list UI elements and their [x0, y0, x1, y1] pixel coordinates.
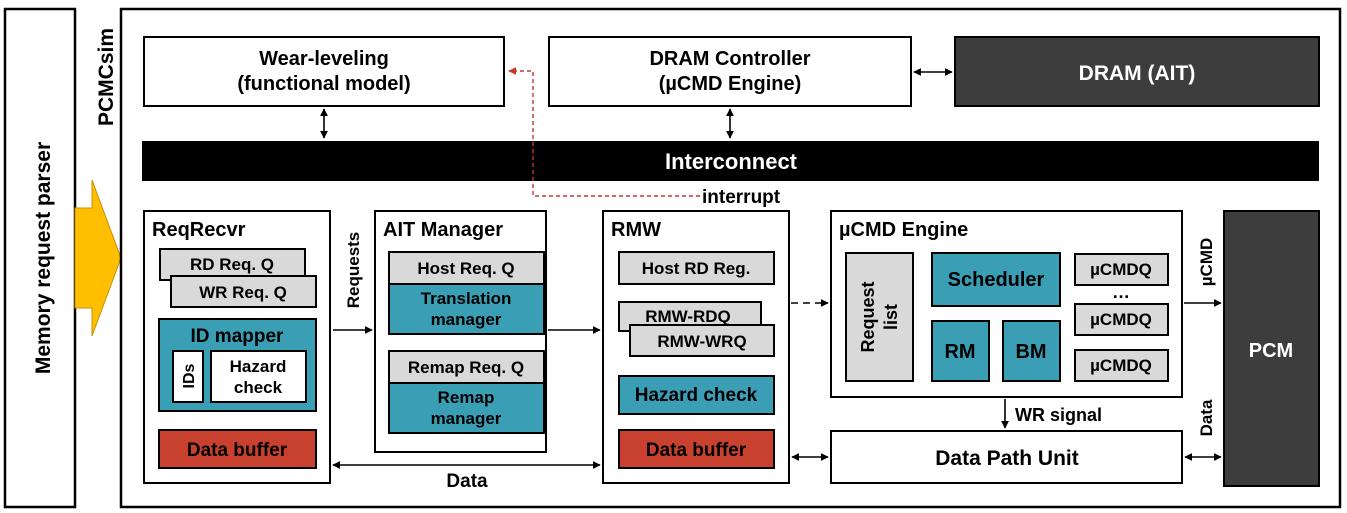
dram-ait-label: DRAM (AIT) [1079, 62, 1196, 85]
translation-manager [388, 283, 545, 335]
remap-req-q-label: Remap Req. Q [408, 358, 524, 377]
requests-label: Requests [344, 232, 363, 309]
rmw-title: RMW [611, 219, 661, 241]
memory-request-parser-label: Memory request parser [32, 142, 55, 374]
pcmcsim-outer-box [119, 7, 1342, 509]
request-list-line2: list [881, 304, 901, 330]
ucmdq-2 [1074, 303, 1169, 336]
parser-to-pcmcsim-arrow [74, 179, 122, 337]
reqrecvr-data-buffer-label: Data buffer [187, 440, 288, 461]
interrupt-label: interrupt [702, 187, 781, 208]
host-req-q-label: Host Req. Q [417, 259, 514, 278]
ucmdq-3-label: µCMDQ [1090, 356, 1152, 375]
scheduler [931, 252, 1061, 307]
hazard-check-line1: Hazard [230, 357, 287, 376]
wr-signal-label: WR signal [1015, 405, 1102, 425]
dram-controller-line2: (µCMD Engine) [659, 73, 802, 95]
rmw-hazard-check-label: Hazard check [635, 385, 758, 406]
pcm-label: PCM [1249, 340, 1293, 362]
rmw-data-buffer [618, 429, 775, 469]
interconnect-bar [142, 141, 1319, 181]
dram-controller-box [548, 36, 912, 107]
reqrecvr-data-buffer [158, 429, 317, 469]
host-rd-reg-label: Host RD Reg. [642, 259, 751, 278]
hazard-check-line2: check [234, 378, 283, 397]
wear-leveling-line2: (functional model) [237, 73, 410, 95]
bm-label: BM [1015, 341, 1046, 363]
id-mapper-label: ID mapper [191, 326, 285, 347]
hazard-check-box [210, 350, 307, 403]
ids-box [172, 350, 204, 403]
rmw-data-buffer-label: Data buffer [646, 440, 747, 461]
reqrecvr-title: ReqRecvr [152, 219, 246, 241]
memory-request-parser-box [3, 7, 77, 509]
ucmdq-1-label: µCMDQ [1090, 260, 1152, 279]
remap-req-q [388, 350, 545, 384]
remap-manager [388, 382, 545, 434]
data-path-unit-label: Data Path Unit [935, 447, 1079, 470]
rm-label: RM [944, 341, 975, 363]
rm-box [931, 320, 990, 382]
wr-req-q-label: WR Req. Q [199, 283, 287, 302]
ucmdq-2-label: µCMDQ [1090, 310, 1152, 329]
pcmcsim-label: PCMCsim [95, 28, 118, 126]
interrupt-line [508, 67, 700, 197]
remap-manager-line1: Remap [438, 388, 495, 407]
translation-manager-line1: Translation [421, 289, 512, 308]
dram-controller-line1: DRAM Controller [649, 48, 810, 70]
translation-manager-line2: manager [431, 310, 502, 329]
wr-req-q [170, 275, 317, 308]
ucmd-label: µCMD [1197, 238, 1216, 287]
request-list [845, 252, 914, 382]
rmw-wrq [629, 324, 775, 357]
ucmdq-ellipsis: … [1112, 282, 1130, 302]
request-list-line1: Request [858, 281, 878, 352]
interconnect-label: Interconnect [665, 149, 798, 174]
rmw-rdq-label: RMW-RDQ [645, 307, 731, 326]
pcm-box [1223, 210, 1320, 487]
data-path-unit [830, 430, 1183, 484]
scheduler-label: Scheduler [948, 269, 1045, 291]
pcm-data-label: Data [1197, 399, 1216, 436]
rmw-wrq-label: RMW-WRQ [657, 332, 746, 351]
rmw-hazard-check [618, 375, 775, 415]
remap-manager-line2: manager [431, 409, 502, 428]
dram-ait-box [954, 36, 1320, 107]
ids-label: IDs [181, 363, 198, 388]
ucmdq-3 [1074, 349, 1169, 382]
wear-leveling-line1: Wear-leveling [259, 48, 389, 70]
wear-leveling-box [143, 36, 505, 107]
ucmd-engine-title: µCMD Engine [839, 219, 968, 241]
bm-box [1002, 320, 1061, 382]
rd-req-q-label: RD Req. Q [190, 255, 274, 274]
reqrecvr-rmw-data-label: Data [446, 471, 488, 492]
ucmdq-1 [1074, 253, 1169, 286]
ait-manager-title: AIT Manager [383, 219, 503, 241]
host-rd-reg [618, 251, 775, 285]
